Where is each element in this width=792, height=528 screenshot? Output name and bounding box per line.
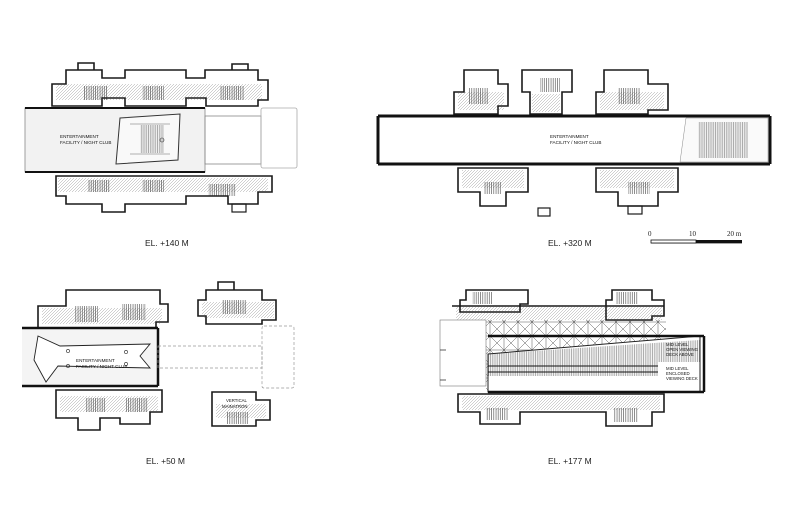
plan-el-140: ENTERTAINMENT FACILITY / NIGHT CLUB EL. … [24, 62, 298, 248]
room-label: ENCLOSED [666, 371, 690, 376]
scale-tick: 0 [648, 230, 652, 238]
plan-el-320: ENTERTAINMENT FACILITY / NIGHT CLUB EL. … [376, 69, 772, 248]
stair [142, 180, 164, 192]
core-upper [51, 62, 269, 107]
room-label: ENTERTAINMENT [60, 134, 99, 139]
room-label: FACILITY / NIGHT CLUB [76, 364, 127, 369]
stair [74, 306, 98, 322]
stair [468, 88, 488, 104]
room-label: OPEN VIEWING [666, 347, 699, 352]
ramp-stair [488, 340, 700, 362]
elevation-caption: EL. +50 M [146, 456, 185, 466]
stair [222, 300, 246, 314]
stair [122, 304, 146, 320]
stair [618, 88, 640, 104]
stair [88, 180, 110, 192]
stair [486, 408, 508, 420]
dance-floor [33, 335, 151, 383]
room-label: MID LEVEL [666, 366, 689, 371]
stair [84, 86, 108, 100]
room-label: MAINATRON [222, 404, 247, 409]
stair [614, 408, 638, 422]
elevation-caption: EL. +320 M [548, 238, 592, 248]
room-label: ENTERTAINMENT [76, 358, 115, 363]
stair [484, 182, 502, 194]
scale-bar: 0 10 20 m [648, 230, 742, 244]
room-label: VERTICAL [226, 398, 248, 403]
stair [616, 292, 638, 304]
tiered-seating [698, 122, 748, 158]
stair [220, 86, 244, 100]
room-label: MID LEVEL [666, 342, 689, 347]
stair [628, 182, 650, 194]
plan-el-177: MID LEVEL OPEN VIEWING DECK ABOVE MID LE… [439, 289, 706, 466]
room-label: DECK ABOVE [666, 352, 694, 357]
room-label: FACILITY / NIGHT CLUB [60, 140, 111, 145]
escalator [488, 362, 658, 376]
lobby [439, 319, 487, 387]
annex-outline [260, 107, 298, 169]
core-lower [457, 393, 665, 427]
core-lower [55, 389, 271, 431]
room-label: FACILITY / NIGHT CLUB [550, 140, 601, 145]
stair [472, 292, 492, 304]
stair [142, 86, 164, 100]
elevation-caption: EL. +140 M [145, 238, 189, 248]
stair [226, 412, 248, 424]
stair [126, 398, 148, 412]
elevation-caption: EL. +177 M [548, 456, 592, 466]
core-lower [457, 167, 679, 207]
stair [540, 78, 560, 92]
plan-el-50: ENTERTAINMENT FACILITY / NIGHT CLUB VERT… [22, 281, 295, 466]
room-label: ENTERTAINMENT [550, 134, 589, 139]
bridge-outline [157, 345, 263, 369]
scale-tick: 10 [689, 230, 697, 238]
annex-outline [261, 325, 295, 389]
room-label: VIEWING DECK [666, 376, 698, 381]
annex-outline [204, 115, 262, 165]
scale-tick: 20 m [727, 230, 742, 238]
stair [86, 398, 106, 412]
stair [208, 184, 236, 196]
